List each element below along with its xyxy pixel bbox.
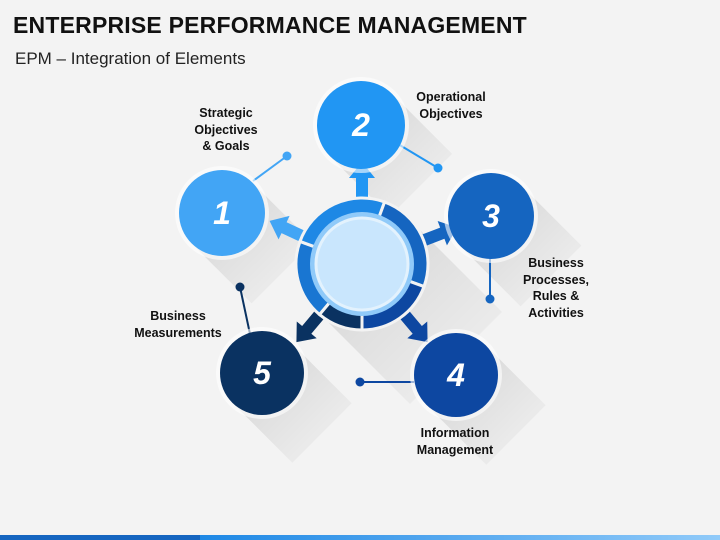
label-operational-objectives: Operational Objectives	[416, 90, 486, 121]
hub-core	[314, 216, 410, 312]
page-subtitle: EPM – Integration of Elements	[15, 49, 246, 68]
connector-line-2	[397, 143, 439, 169]
node-number-2: 2	[351, 107, 370, 143]
node-number-4: 4	[446, 357, 465, 393]
page-title: ENTERPRISE PERFORMANCE MANAGEMENT	[13, 12, 527, 38]
node-number-5: 5	[253, 355, 272, 391]
node-circle-2	[317, 81, 405, 169]
bottom-accent-bar	[0, 535, 720, 540]
node-number-1: 1	[213, 195, 231, 231]
connector-dot-3	[485, 294, 495, 304]
connector-dot-2	[433, 163, 443, 173]
center-hub	[294, 196, 430, 332]
arrow-2	[349, 162, 375, 212]
label-information-management: Information Management	[416, 426, 494, 457]
connector-line-5	[239, 286, 251, 335]
connector-dot-1	[282, 151, 292, 161]
connector-dot-5	[235, 282, 245, 292]
bottom-bar-dark	[0, 535, 200, 540]
label-strategic-objectives: Strategic Objectives & Goals	[194, 106, 258, 153]
node-circle-5	[220, 331, 304, 415]
connector-line-1	[252, 155, 288, 182]
label-business-processes: Business Processes, Rules & Activities	[522, 256, 590, 320]
node-circle-1	[179, 170, 265, 256]
label-business-measurements: Business Measurements	[134, 309, 222, 340]
node-number-3: 3	[482, 198, 500, 234]
connector-dot-4	[355, 377, 365, 387]
nodes: 1 2 3 4 5	[175, 77, 538, 421]
label-connectors	[235, 143, 495, 387]
node-circle-4	[414, 333, 498, 417]
bottom-bar-light	[200, 535, 720, 540]
node-circle-3	[448, 173, 534, 259]
